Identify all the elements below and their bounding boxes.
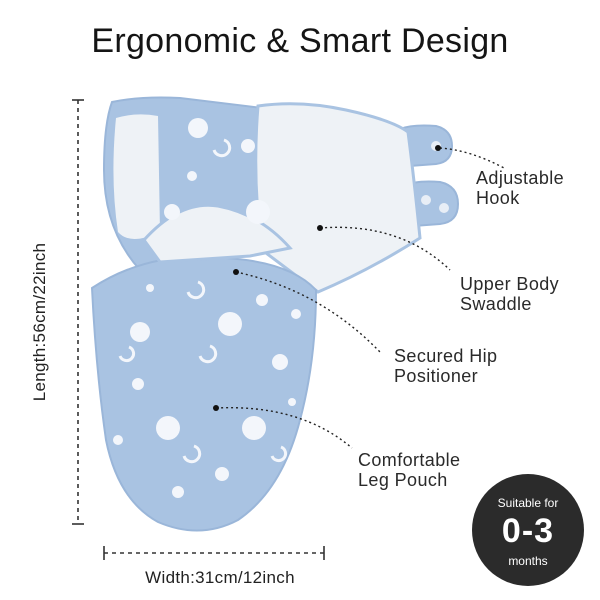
width-dimension: Width:31cm/12inch	[145, 568, 295, 587]
callout-line: Comfortable	[358, 450, 461, 470]
callout-hip-positioner: Secured Hip Positioner	[394, 346, 497, 386]
fabric-pattern	[113, 118, 301, 498]
callout-line: Leg Pouch	[358, 470, 448, 490]
length-text: Length:56cm/22inch	[30, 242, 49, 402]
leg-pouch-panel	[90, 255, 318, 532]
callout-line: Hook	[476, 188, 520, 208]
badge-top-text: Suitable for	[497, 496, 559, 510]
callout-adjustable-hook: Adjustable Hook	[476, 168, 564, 208]
callout-line: Upper Body	[460, 274, 560, 294]
width-dimension-line	[103, 546, 325, 560]
callout-leg-pouch: Comfortable Leg Pouch	[358, 450, 460, 490]
callout-line: Positioner	[394, 366, 479, 386]
callout-line: Adjustable	[476, 168, 565, 188]
inner-lining	[113, 114, 160, 239]
callout-dot	[435, 145, 441, 151]
badge-age: 0-3	[501, 512, 555, 550]
badge-unit: months	[508, 554, 548, 568]
callout-dot	[213, 405, 219, 411]
callout-line: Swaddle	[460, 294, 532, 314]
callout-line: Secured Hip	[394, 346, 498, 366]
callout-dot	[317, 225, 323, 231]
age-badge: Suitable for 0-3 months	[472, 474, 584, 586]
length-dimension-line	[72, 99, 84, 525]
fabric-moons	[118, 138, 288, 464]
page-title: Ergonomic & Smart Design	[91, 22, 509, 60]
callout-dot	[233, 269, 239, 275]
upper-body-swaddle-panel	[254, 102, 422, 294]
callout-leaders	[215, 147, 505, 449]
callout-upper-body-swaddle: Upper Body Swaddle	[460, 274, 559, 314]
